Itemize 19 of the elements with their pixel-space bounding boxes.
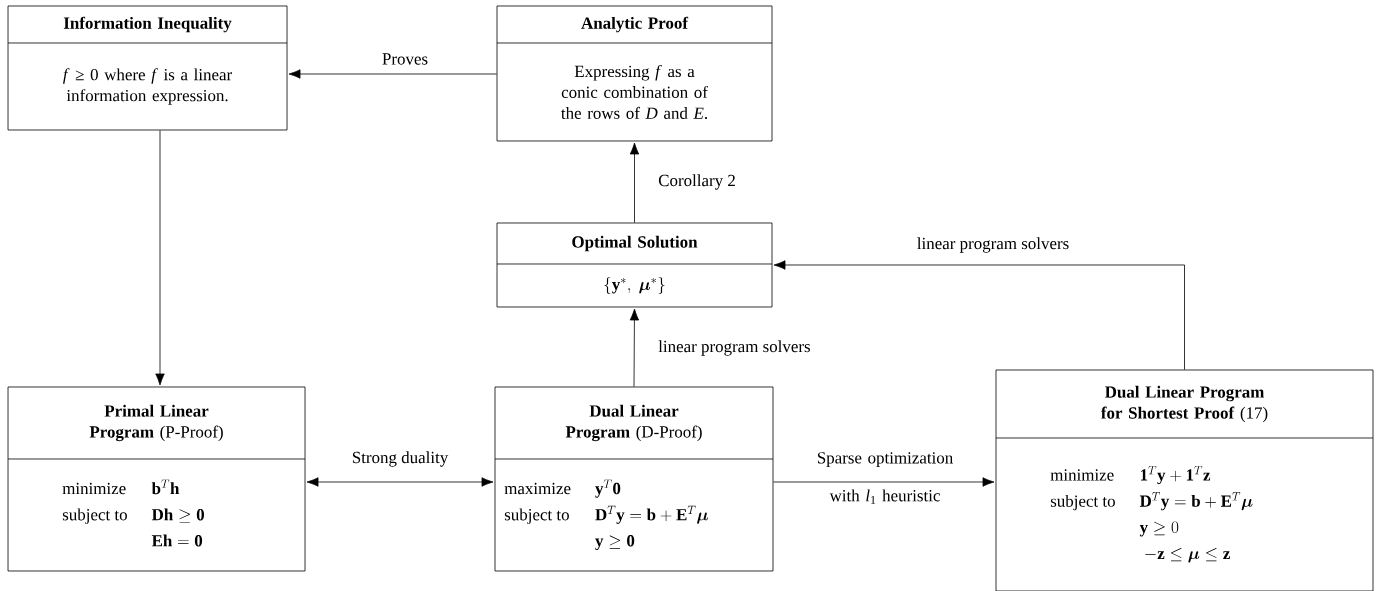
edge-label: Corollary 2 xyxy=(656,172,738,192)
arrow xyxy=(773,477,995,487)
process-box: Primal Linear Program (P-Proof) $\begin{array}{ll}\text{minimize} & \mathbf{b}^T\mathbf{h}\\ \text{subject to} & \mathbf{D}\mathbf{h}\geq\mathbf{0}\\ & \mathbf{E}\mathbf{h}=\mathbf{0}\end{array}$ xyxy=(7,386,306,572)
arrow xyxy=(773,260,1185,370)
edge-label: linear program solvers xyxy=(656,338,813,358)
process-box: Optimal Solution $\{\mathbf{y}^*,\ \boldsymbol{\mu}^*\}$ xyxy=(496,222,773,308)
arrow xyxy=(155,130,165,386)
arrow xyxy=(629,308,640,387)
process-box: Analytic Proof Expressing f as a conic combination of the rows of D and E. xyxy=(496,5,773,142)
process-box: Dual Linear Program for Shortest Proof (17) $\begin{array}{ll}\text{minimize} & \mathbf{1}^T\mathbf{y}+\mathbf{1}^T\mathbf{z}\\ \text{subject to} & \mathbf{D}^T\mathbf{y}=\mathbf{b}+\mathbf{E}^T\boldsymbol{\mu}\\ & \mathbf{y}\geq 0\\ & \ -\mathbf{z}\leq\boldsymbol{\mu}\leq\mathbf{z}\end{array}$ xyxy=(995,369,1374,591)
arrow xyxy=(306,477,494,487)
edge-label: linear program solvers xyxy=(914,235,1072,255)
edge-label: Proves xyxy=(379,51,431,67)
arrow xyxy=(629,142,640,223)
process-box: Dual Linear Program (D-Proof) $\begin{array}{ll}\text{maximize} & \mathbf{y}^T\mathbf{0}\\ \text{subject to} & \mathbf{D}^T\mathbf{y}=\mathbf{b}+\mathbf{E}^T\boldsymbol{\mu}\\ & \mathbf{y}\geq\mathbf{0}\end{array}$ xyxy=(494,386,774,572)
process-box: Information Inequality f ≥ 0 where f is a linear information expression. xyxy=(7,5,288,131)
edge-label: Strong duality xyxy=(349,449,451,469)
arrow xyxy=(288,69,497,79)
edge-label: Sparse optimization with l$_{1}$ heuristic xyxy=(817,452,953,504)
